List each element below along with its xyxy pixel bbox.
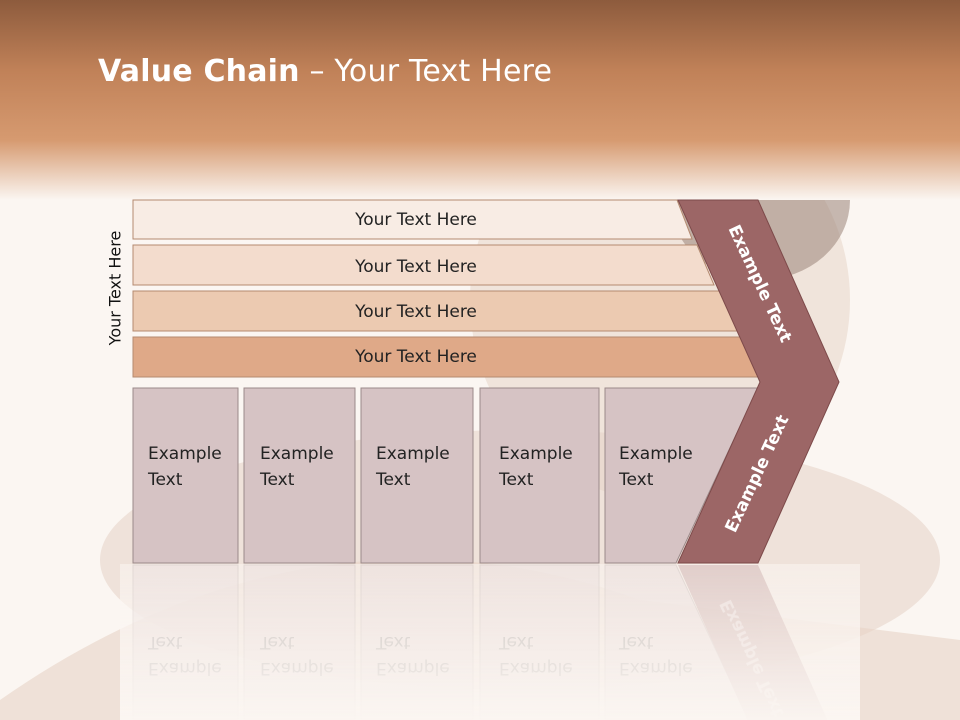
activity-box-4-line2: Text bbox=[498, 470, 534, 490]
activity-box-4 bbox=[479, 387, 600, 564]
bar-1-label: Your Text Here bbox=[354, 210, 477, 230]
activity-box-3-line2: Text bbox=[375, 470, 411, 490]
activity-box-2 bbox=[243, 387, 356, 564]
activity-box-1-line1: Example bbox=[148, 444, 222, 464]
activity-box-5-line2: Text bbox=[618, 470, 654, 490]
activity-box-1 bbox=[132, 387, 239, 564]
activity-box-2-line1: Example bbox=[260, 444, 334, 464]
margin-chevron bbox=[677, 199, 840, 564]
bar-4-label: Your Text Here bbox=[354, 347, 477, 367]
activity-box-3-line1: Example bbox=[376, 444, 450, 464]
bar-2-label: Your Text Here bbox=[354, 257, 477, 277]
activity-box-2-line2: Text bbox=[259, 470, 295, 490]
activity-box-3 bbox=[360, 387, 474, 564]
activity-box-4-line1: Example bbox=[499, 444, 573, 464]
title-rest: – Your Text Here bbox=[299, 54, 553, 89]
activity-box-5 bbox=[604, 387, 759, 564]
reflection-fade bbox=[120, 564, 860, 720]
bar-1 bbox=[132, 199, 693, 240]
page-title: Value Chain – Your Text Here bbox=[98, 54, 552, 89]
activity-box-1-line2: Text bbox=[147, 470, 183, 490]
bar-2 bbox=[132, 244, 715, 286]
activity-box-5-line1: Example bbox=[619, 444, 693, 464]
title-bold: Value Chain bbox=[98, 54, 300, 89]
bar-3-label: Your Text Here bbox=[354, 302, 477, 322]
